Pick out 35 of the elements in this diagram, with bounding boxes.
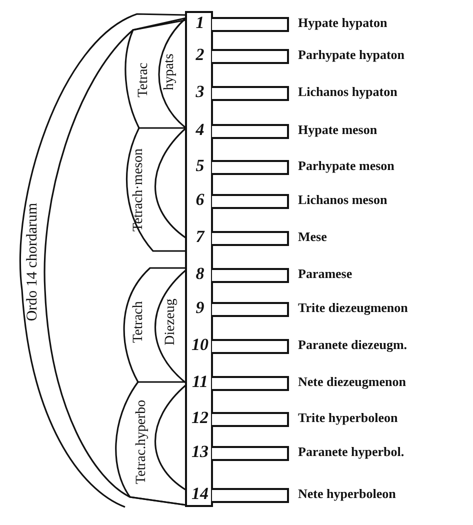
string-number: 12: [190, 407, 210, 429]
string-name: Nete hyperboleon: [298, 485, 396, 503]
string-name: Parhypate meson: [298, 157, 394, 175]
string-number: 8: [194, 263, 206, 285]
string-number: 4: [194, 119, 206, 141]
tetrachord-label: Tetrac: [137, 62, 151, 98]
string-number: 14: [190, 483, 210, 505]
string-name: Paramese: [298, 265, 352, 283]
string-name: Lichanos hypaton: [298, 83, 398, 101]
string-number: 7: [194, 226, 206, 248]
string-name: Hypate meson: [298, 121, 378, 139]
string-name: Trite diezeugmenon: [298, 299, 408, 317]
string-name: Parhypate hypaton: [298, 46, 405, 64]
tetrachord-label: Tetrac.hyperbo: [135, 400, 149, 484]
string-name: Paranete diezeugm.: [298, 336, 408, 354]
string-number: 10: [190, 334, 210, 356]
string-number: 2: [194, 44, 206, 66]
string-number: 1: [194, 12, 206, 34]
string-number: 13: [190, 441, 210, 463]
string-number: 5: [194, 155, 206, 177]
string-name: Paranete hyperbol.: [298, 443, 404, 461]
string-name: Nete diezeugmenon: [298, 373, 406, 391]
string-number: 11: [190, 371, 210, 393]
string-name: Trite hyperboleon: [298, 409, 398, 427]
string-number: 6: [194, 189, 206, 211]
tetrachord-label: Diezeug: [164, 298, 178, 346]
string-name: Lichanos meson: [298, 191, 388, 209]
string-number: 3: [194, 81, 206, 103]
tetrachord-label: Tetrach: [132, 301, 146, 343]
band-label: Ordo 14 chordarum: [26, 202, 40, 322]
tetrachord-label: hypats: [163, 54, 177, 90]
string-name: Hypate hypaton: [298, 14, 388, 32]
string-name: Mese: [298, 228, 327, 246]
tetrachord-label: Tetrach·meson: [132, 148, 146, 232]
string-number: 9: [194, 297, 206, 319]
